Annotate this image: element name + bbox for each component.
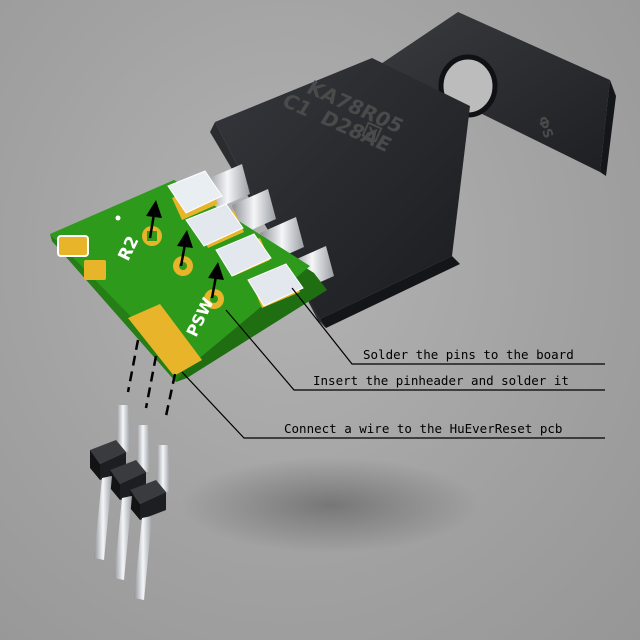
leader-connect-wire	[181, 371, 605, 439]
callout-insert-header: Insert the pinheader and solder it	[313, 373, 569, 388]
insertion-guides	[126, 339, 177, 417]
manufacturer-logo	[361, 121, 383, 143]
regulator-body: KA78R05 C1 D28AE	[210, 58, 470, 328]
floor-shadow	[180, 457, 480, 553]
adapter-pcb: R2 PSW	[50, 170, 327, 382]
callout-connect-wire: Connect a wire to the HuEverReset pcb	[284, 421, 562, 436]
r2-pad-top	[57, 235, 89, 257]
callout-solder-pins: Solder the pins to the board	[363, 347, 574, 362]
leader-insert-header	[225, 309, 605, 391]
psw-wire-pad	[128, 304, 202, 376]
insert-arrows	[146, 200, 224, 299]
callout-leaders	[181, 287, 605, 439]
r2-pad-bottom	[84, 260, 106, 280]
tab-marking: ФS	[534, 115, 555, 141]
leader-solder-pins	[291, 287, 605, 365]
pin-header	[90, 405, 170, 600]
